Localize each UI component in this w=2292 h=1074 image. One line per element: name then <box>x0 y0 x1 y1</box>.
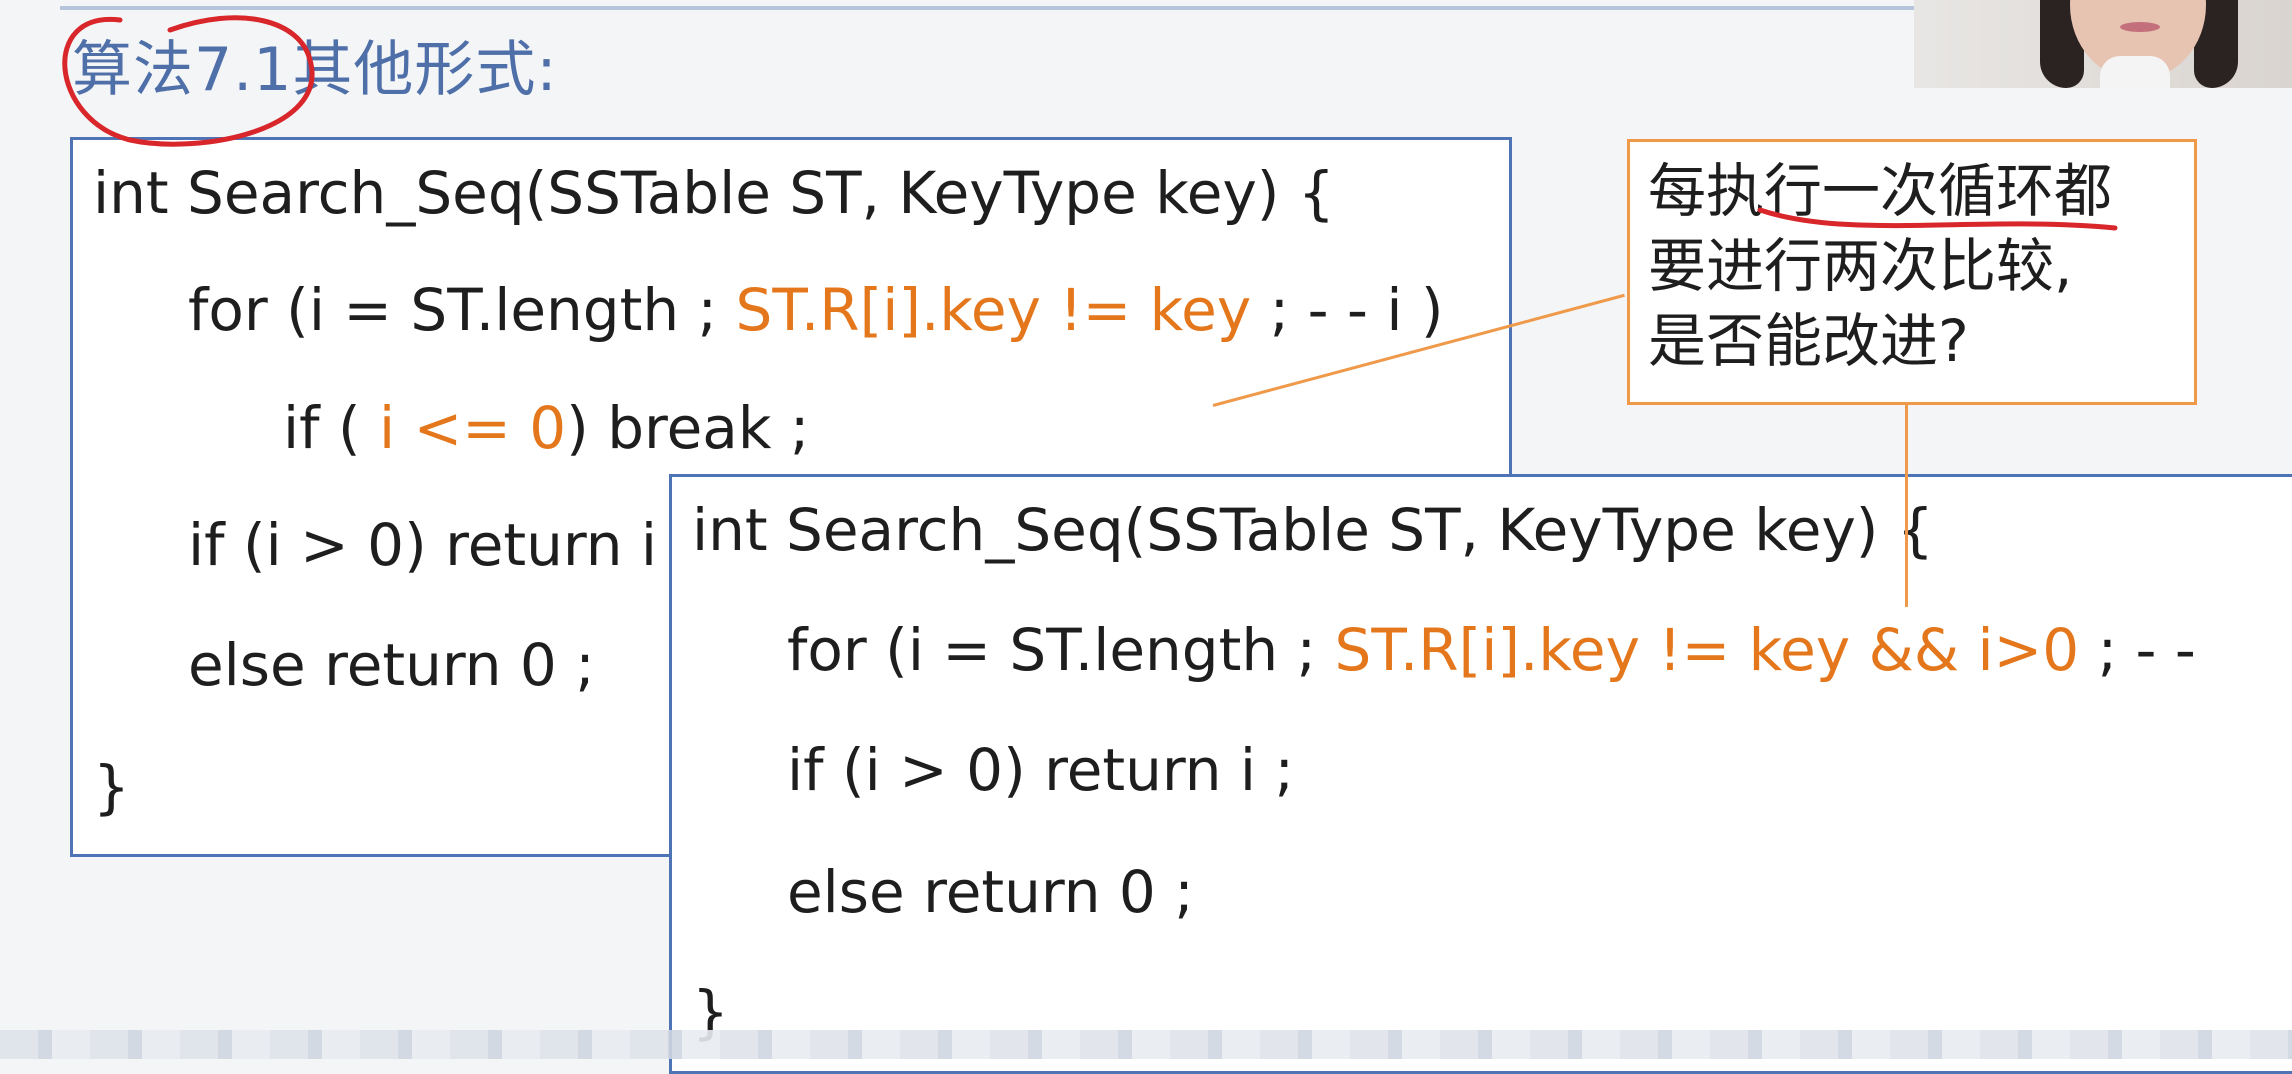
webcam-person <box>2100 56 2170 88</box>
callout-line: 要进行两次比较, <box>1648 232 2073 300</box>
code-text: if ( <box>283 394 380 462</box>
code-highlight: i <= 0 <box>379 394 567 462</box>
top-divider <box>60 6 1920 10</box>
code-highlight: ST.R[i].key != key && i>0 <box>1334 616 2080 684</box>
code-line: else return 0 ; <box>787 858 1194 926</box>
code-line: } <box>93 753 130 821</box>
callout-note: 每执行一次循环都 要进行两次比较, 是否能改进? <box>1627 139 2197 405</box>
code-text: ) break ; <box>566 394 810 462</box>
slide-heading: 算法7.1其他形式: <box>72 35 558 105</box>
code-box-improved: int Search_Seq(SSTable ST, KeyType key) … <box>669 474 2292 1074</box>
blurred-taskbar <box>0 1030 2292 1059</box>
code-line: int Search_Seq(SSTable ST, KeyType key) … <box>93 159 1335 227</box>
webcam-person <box>2120 22 2160 32</box>
code-line: int Search_Seq(SSTable ST, KeyType key) … <box>692 496 1934 564</box>
code-highlight: ST.R[i].key != key <box>735 276 1252 344</box>
code-line: else return 0 ; <box>188 631 595 699</box>
code-line-if-break: if ( i <= 0) break ; <box>283 393 809 463</box>
code-line: if (i > 0) return i ; <box>787 736 1295 804</box>
code-line: if (i > 0) return i <box>188 511 658 579</box>
code-line-for: for (i = ST.length ; ST.R[i].key != key … <box>787 615 2196 685</box>
callout-line: 是否能改进? <box>1648 307 1969 375</box>
code-text: ; - - <box>2079 616 2196 684</box>
code-line-for: for (i = ST.length ; ST.R[i].key != key … <box>188 275 1444 345</box>
callout-line: 每执行一次循环都 <box>1648 157 2113 225</box>
code-text: for (i = ST.length ; <box>188 276 736 344</box>
callout-connector-line <box>1905 405 1908 607</box>
code-text: ; - - i ) <box>1251 276 1444 344</box>
code-text: for (i = ST.length ; <box>787 616 1335 684</box>
